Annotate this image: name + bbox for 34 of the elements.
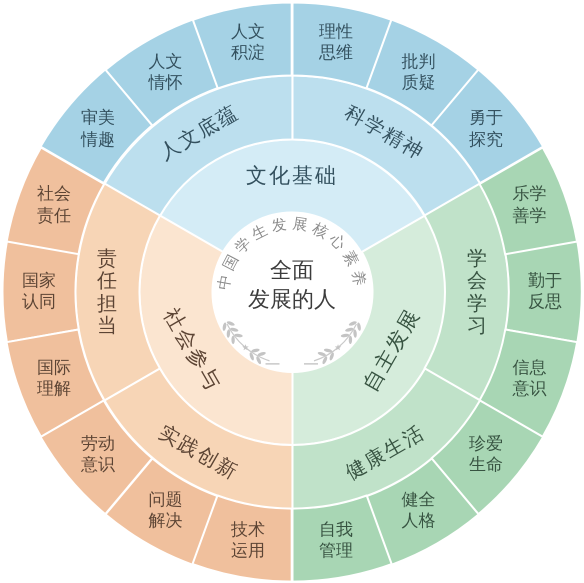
segment-label: 实践创新	[155, 420, 244, 485]
segment-label: 自主发展	[358, 304, 426, 396]
ring-segment	[74, 182, 161, 402]
segment-label: 健康生活	[340, 420, 429, 485]
segment-label: 学会学习	[466, 247, 488, 337]
segment-label: 问题解决	[148, 490, 184, 532]
segment-label: 理性思维	[318, 22, 354, 64]
segment-label: 珍爱生命	[468, 433, 504, 476]
segment-label: 人文底蕴	[155, 99, 244, 164]
segment-label: 社会参与	[158, 304, 226, 396]
segment-label: 自我管理	[318, 520, 354, 562]
segment-label: 文化基础	[246, 163, 338, 189]
segment-label: 审美情趣	[80, 108, 116, 151]
segment-label: 国际理解	[36, 357, 72, 400]
segment-label: 勤于反思	[527, 270, 563, 314]
segment-label: 勇于探究	[468, 108, 504, 151]
segment-label: 批判质疑	[400, 52, 436, 94]
ring-segment	[504, 240, 584, 344]
ring-segment	[191, 494, 294, 583]
ring-segment	[290, 0, 393, 90]
segment-label: 责任担当	[96, 247, 118, 337]
segment-label: 社会责任	[36, 184, 72, 227]
segment-label: 人文情怀	[148, 52, 184, 94]
segment-label: 健全人格	[400, 490, 436, 532]
segment-label: 科学精神	[340, 99, 429, 164]
segment-label: 乐学善学	[512, 184, 548, 227]
segment-label: 技术运用	[230, 520, 266, 562]
ring-segment	[0, 240, 80, 344]
ring-segment	[191, 0, 294, 90]
segment-label: 信息意识	[512, 357, 548, 400]
ring-segment	[290, 494, 393, 583]
segment-label: 劳动意识	[80, 433, 116, 476]
segment-label: 国家认同	[21, 270, 57, 314]
segment-label: 人文积淀	[230, 22, 266, 64]
